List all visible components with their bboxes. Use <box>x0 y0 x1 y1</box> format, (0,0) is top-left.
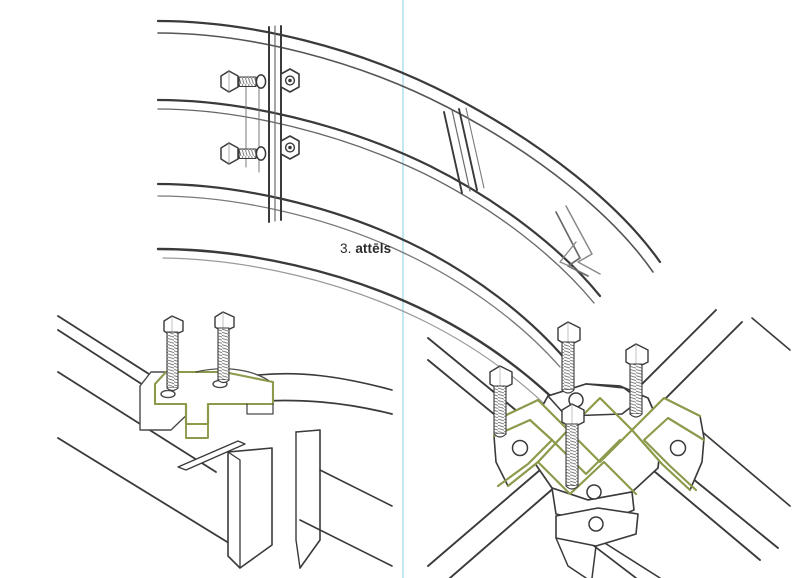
bolt-thread-shaft <box>217 327 230 381</box>
xj-hole-left <box>511 439 529 457</box>
xj-beam-ne-3 <box>751 317 791 351</box>
bolt-thread-shaft <box>238 148 257 160</box>
xj-hole-lower-a <box>586 484 602 500</box>
arch-lower-bolt-assembly <box>220 142 267 165</box>
xj-bolt-top-center <box>557 321 581 394</box>
arch-right-post-edge-b <box>451 109 471 192</box>
arch-lower-hex-nut <box>280 135 300 160</box>
arch-right-post-edge-c <box>458 108 478 191</box>
bolt-thread-shaft <box>493 385 507 435</box>
xj-highlight-chevrons <box>492 396 706 496</box>
xj-lower-strut-a <box>555 537 587 578</box>
xj-highlight-lower-zigzag <box>536 460 638 496</box>
xj-beam-s-2 <box>599 539 661 578</box>
tj-slot-detail <box>177 440 246 471</box>
washer-ring <box>255 146 267 161</box>
xj-bolt-right <box>625 343 649 418</box>
xj-highlight-lower-v <box>550 438 622 476</box>
tj-bolt-right <box>214 311 235 384</box>
xj-highlight-right-inner <box>642 416 706 492</box>
arch-rail-end-splay <box>555 205 601 277</box>
figure-caption-number: 3. <box>340 241 352 256</box>
washer-ring <box>255 74 267 89</box>
bolt-tip <box>217 379 230 384</box>
arch-right-post-edge-d <box>465 107 485 189</box>
arch-upper-bolt-assembly <box>220 70 267 93</box>
xj-bolt-center <box>561 403 585 490</box>
xj-beam-se-1 <box>647 465 761 561</box>
tj-beam-b-edge-2 <box>57 437 251 557</box>
arch-right-post-edge-a <box>443 111 463 194</box>
arch-rail-2-inner <box>157 108 595 304</box>
xj-hole-right <box>669 439 687 457</box>
panel-bottom-left-tjoint <box>57 311 393 569</box>
bolt-thread-shaft <box>166 331 179 389</box>
tj-vertical-strut <box>227 429 393 569</box>
arch-rail-1-outer <box>156 19 662 264</box>
tj-beam-c-top <box>257 372 393 391</box>
tj-plate-notch <box>246 403 274 415</box>
bolt-thread-shaft <box>629 363 643 415</box>
tj-bolt-hole-left <box>160 389 176 399</box>
tj-strut-right <box>295 429 321 569</box>
bolt-tip <box>565 485 579 490</box>
panel-top-arch <box>156 19 662 443</box>
bolt-thread-shaft <box>561 341 575 391</box>
xj-bolt-left <box>489 365 513 438</box>
tj-slot-shape <box>177 440 246 471</box>
arch-rail-1-inner <box>157 32 654 273</box>
xj-hole-lower-b <box>588 516 604 532</box>
xj-beam-sw-1 <box>427 469 541 567</box>
tj-plate-edge-highlight <box>153 402 275 426</box>
xj-beam-sw-2 <box>449 485 557 578</box>
xj-lower-strut-b <box>591 545 597 578</box>
tj-bolt-left <box>163 315 184 392</box>
figure-caption: 3. attēls <box>340 241 391 256</box>
tj-brace-upper-right <box>319 469 393 507</box>
tj-strut-right-inner <box>295 431 301 569</box>
arch-rail-3-inner <box>157 195 561 368</box>
arch-rail-4-inner <box>162 257 581 443</box>
tj-strut-body <box>227 447 273 569</box>
tj-plate-tab <box>185 423 209 439</box>
bolt-thread-shaft <box>565 423 579 487</box>
bolt-thread-shaft <box>238 76 257 88</box>
bolt-tip <box>629 413 643 418</box>
tj-plate-top-contour <box>195 368 269 381</box>
tj-connector-plate <box>139 368 275 439</box>
hex-bolt-head-icon <box>220 70 239 93</box>
arch-rail-2-outer <box>156 98 602 298</box>
bolt-tip <box>493 433 507 438</box>
xj-beam-se-3 <box>699 429 791 507</box>
bolt-tip <box>166 387 179 392</box>
bolt-tip <box>561 389 575 394</box>
arch-rail-3-outer <box>156 182 568 362</box>
xj-highlight-center-diamond <box>566 396 634 464</box>
figure-caption-word: attēls <box>355 241 392 256</box>
hex-nut-bore-inner <box>288 78 292 83</box>
hex-nut-bore-inner <box>288 145 292 150</box>
tj-beam-b-edge-1 <box>57 371 217 473</box>
tj-strut-inner-edge <box>227 451 241 561</box>
panel-bottom-right-xjoint <box>427 309 791 578</box>
arch-upper-hex-nut <box>280 68 300 93</box>
tj-brace-to-right <box>299 519 393 567</box>
hex-bolt-head-icon <box>220 142 239 165</box>
